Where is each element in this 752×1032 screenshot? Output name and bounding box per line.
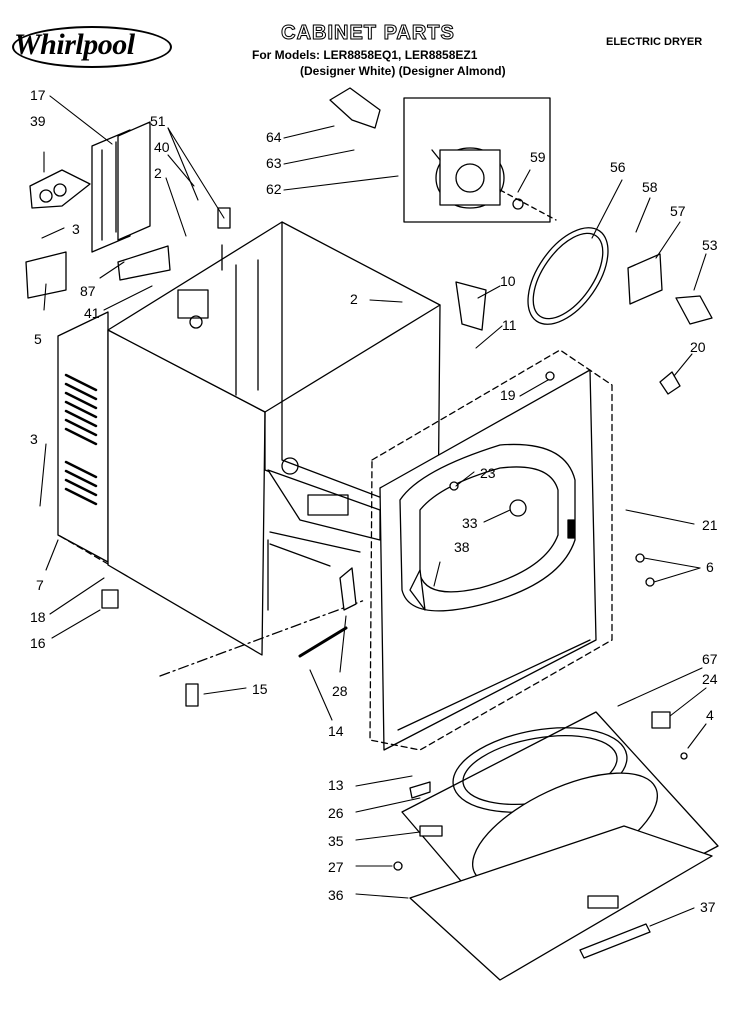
callout-63: 63 bbox=[266, 155, 282, 171]
callout-5: 5 bbox=[34, 331, 42, 347]
callout-23: 23 bbox=[480, 465, 496, 481]
callout-14: 14 bbox=[328, 723, 344, 739]
callout-2b: 2 bbox=[350, 291, 358, 307]
whirlpool-logo: Whirlpool bbox=[14, 28, 135, 61]
page-title: CABINET PARTS bbox=[281, 22, 455, 45]
leader-lines bbox=[39, 95, 707, 927]
callout-67: 67 bbox=[702, 651, 718, 667]
callout-3: 3 bbox=[72, 221, 80, 237]
product-category: ELECTRIC DRYER bbox=[606, 36, 703, 48]
callout-24: 24 bbox=[702, 671, 718, 687]
callout-15: 15 bbox=[252, 681, 268, 697]
callout-37: 37 bbox=[700, 899, 716, 915]
callout-51: 51 bbox=[150, 113, 166, 129]
callout-7: 7 bbox=[36, 577, 44, 593]
door-catch bbox=[675, 295, 713, 325]
idler-bracket bbox=[627, 253, 663, 305]
small-parts bbox=[298, 371, 688, 871]
callout-19: 19 bbox=[500, 387, 516, 403]
model-variants: (Designer White) (Designer Almond) bbox=[300, 64, 506, 78]
callout-33: 33 bbox=[462, 515, 478, 531]
callout-39: 39 bbox=[30, 113, 46, 129]
callout-35: 35 bbox=[328, 833, 344, 849]
callout-59: 59 bbox=[530, 149, 546, 165]
drum-belt bbox=[527, 227, 609, 325]
motor-assembly bbox=[329, 87, 557, 223]
cabinet bbox=[57, 221, 441, 707]
callout-6: 6 bbox=[706, 559, 714, 575]
terminal-block bbox=[455, 281, 487, 331]
callout-4: 4 bbox=[706, 707, 714, 723]
callout-17: 17 bbox=[30, 87, 46, 103]
callout-16: 16 bbox=[30, 635, 46, 651]
callout-labels: 17 39 51 40 2 3 5 87 41 64 63 62 59 56 5… bbox=[30, 87, 718, 915]
callout-56: 56 bbox=[610, 159, 626, 175]
callout-2: 2 bbox=[154, 165, 162, 181]
whirlpool-logo-ring bbox=[12, 26, 172, 68]
callout-38: 38 bbox=[454, 539, 470, 555]
door-assembly bbox=[401, 711, 719, 981]
callout-11: 11 bbox=[502, 317, 517, 333]
callout-40: 40 bbox=[154, 139, 170, 155]
callout-3b: 3 bbox=[30, 431, 38, 447]
callout-27: 27 bbox=[328, 859, 344, 875]
callout-53: 53 bbox=[702, 237, 718, 253]
callout-58: 58 bbox=[642, 179, 658, 195]
callout-62: 62 bbox=[266, 181, 282, 197]
model-numbers: For Models: LER8858EQ1, LER8858EZ1 bbox=[252, 48, 478, 62]
door-switch bbox=[659, 371, 681, 395]
callout-26: 26 bbox=[328, 805, 344, 821]
control-brackets bbox=[25, 121, 231, 299]
callout-28: 28 bbox=[332, 683, 348, 699]
front-panel bbox=[369, 349, 613, 751]
callout-21: 21 bbox=[702, 517, 718, 533]
callout-20: 20 bbox=[690, 339, 706, 355]
callout-10: 10 bbox=[500, 273, 516, 289]
callout-18: 18 bbox=[30, 609, 46, 625]
callout-57: 57 bbox=[670, 203, 686, 219]
callout-87: 87 bbox=[80, 283, 96, 299]
callout-13: 13 bbox=[328, 777, 344, 793]
callout-36: 36 bbox=[328, 887, 344, 903]
callout-41: 41 bbox=[84, 305, 100, 321]
callout-64: 64 bbox=[266, 129, 282, 145]
